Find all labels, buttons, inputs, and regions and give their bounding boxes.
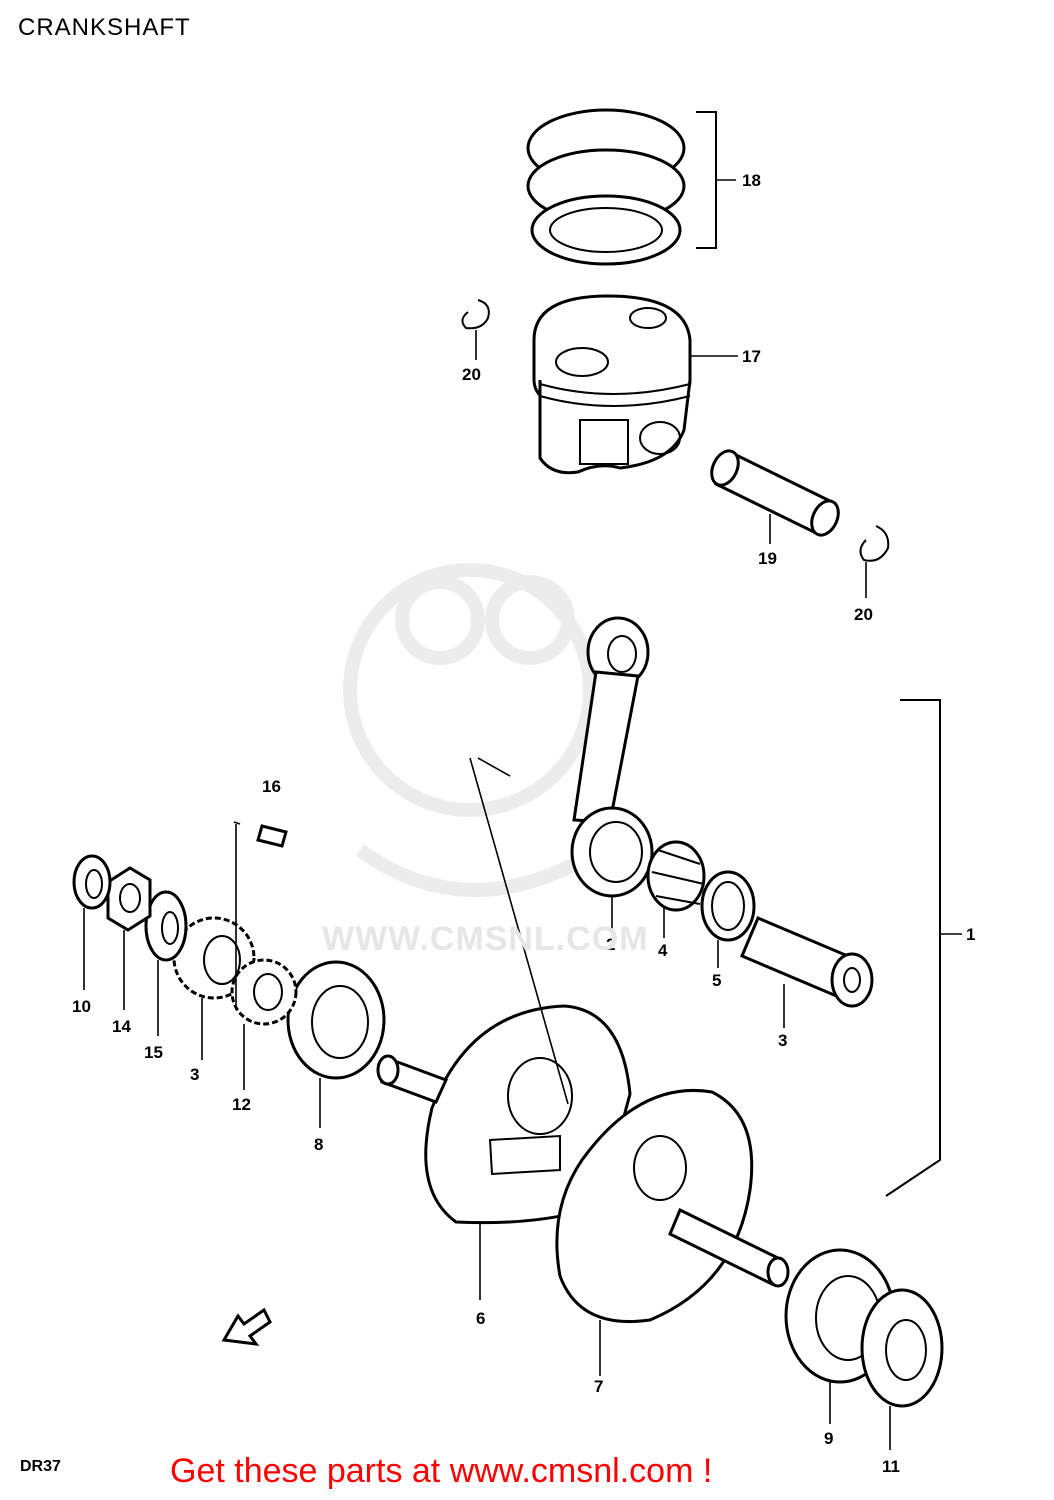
callout-7: 7 xyxy=(594,1377,603,1396)
callout-19: 19 xyxy=(758,549,777,568)
piston-pin xyxy=(710,449,840,544)
callout-2: 2 xyxy=(606,935,615,954)
callout-10: 10 xyxy=(72,997,91,1016)
needle-bearing xyxy=(646,840,706,938)
callout-20-upper: 20 xyxy=(462,365,481,384)
oil-seal-right xyxy=(860,1288,944,1450)
callout-18: 18 xyxy=(742,171,761,190)
callout-12: 12 xyxy=(232,1095,251,1114)
woodruff-key xyxy=(233,821,288,1010)
callout-3-crank-pin: 3 xyxy=(778,1031,787,1050)
callout-5: 5 xyxy=(712,971,721,990)
callout-20-lower: 20 xyxy=(854,605,873,624)
callout-14: 14 xyxy=(112,1017,131,1036)
piston xyxy=(532,294,738,475)
callout-11: 11 xyxy=(882,1457,900,1476)
lock-washer xyxy=(144,890,188,1036)
callout-1: 1 xyxy=(966,925,975,944)
callout-16: 16 xyxy=(262,777,281,796)
callout-4: 4 xyxy=(658,941,668,960)
primary-drive-gear xyxy=(172,916,256,1060)
cta-banner[interactable]: Get these parts at www.cmsnl.com ! xyxy=(170,1452,713,1490)
callout-17: 17 xyxy=(742,347,761,366)
callout-15: 15 xyxy=(144,1043,163,1062)
balancer-drive-gear xyxy=(230,958,298,1090)
assembly-bracket xyxy=(885,699,941,1197)
crank-pin xyxy=(740,916,874,1028)
crankshaft-bearing-left xyxy=(286,960,386,1128)
watermark-logo xyxy=(343,563,604,897)
piston-rings xyxy=(526,108,736,266)
oil-seal-left xyxy=(72,854,112,990)
diagram-title: CRANKSHAFT xyxy=(18,14,191,41)
callout-8: 8 xyxy=(314,1135,323,1154)
front-arrow-icon xyxy=(221,1307,272,1346)
watermark-url: WWW.CMSNL.COM xyxy=(322,920,649,958)
assembly-indicator-line xyxy=(469,757,569,1105)
crankshaft-left-journal xyxy=(376,1054,449,1104)
piston-pin-circlips xyxy=(461,299,890,598)
diagram-code: DR37 xyxy=(20,1458,61,1475)
callout-3-gear: 3 xyxy=(190,1065,199,1084)
connecting-rod xyxy=(570,616,654,930)
crankshaft-nut xyxy=(106,866,152,1010)
crank-web-right xyxy=(555,1088,790,1376)
callout-9: 9 xyxy=(824,1429,833,1448)
callout-6: 6 xyxy=(476,1309,485,1328)
thrust-washer xyxy=(700,870,756,968)
